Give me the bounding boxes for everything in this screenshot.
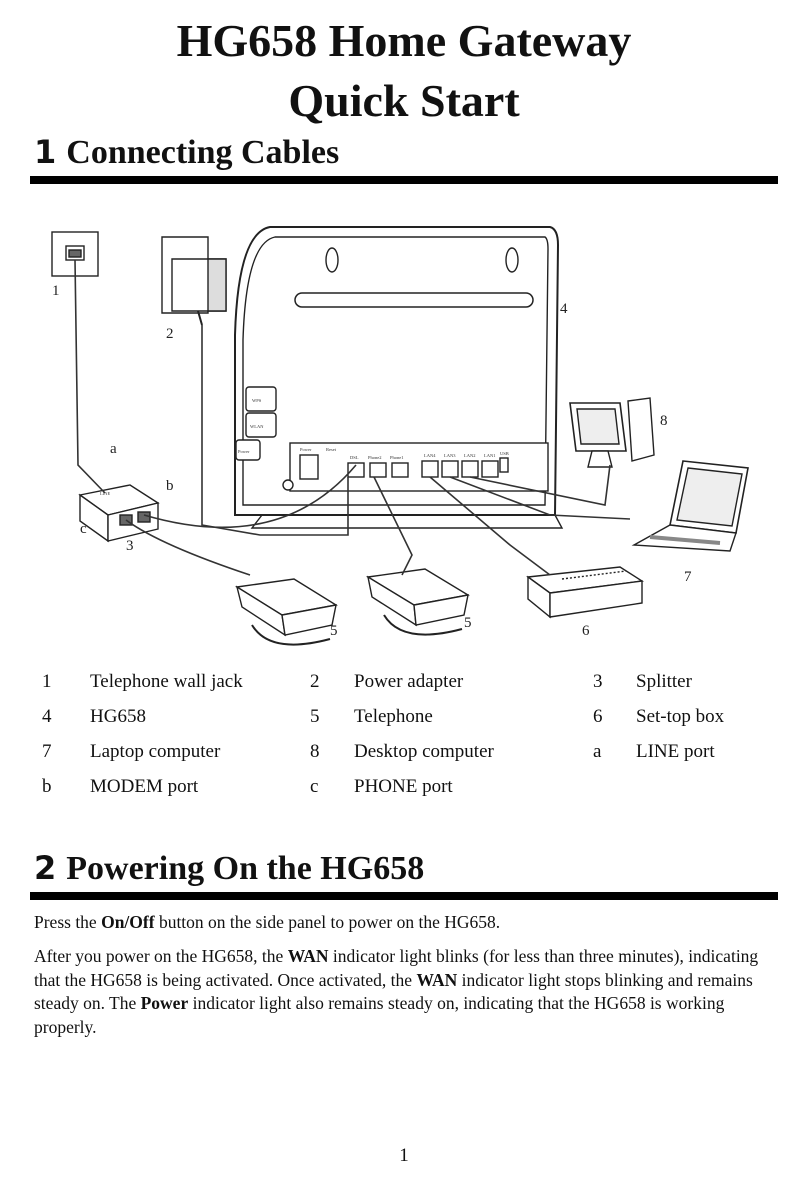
callout-7: 7 [684, 569, 692, 585]
page-number: 1 [399, 1145, 409, 1166]
button-label-wps: WPS [252, 398, 262, 403]
telephone-illustration-left [234, 578, 338, 646]
legend-number: b [42, 776, 52, 797]
port-label-reset: Reset [326, 447, 337, 452]
document-title-line-1: HG658 Home Gateway [176, 15, 632, 66]
callout-c: c [80, 521, 87, 537]
legend-label: Telephone wall jack [90, 671, 243, 692]
port-label-phone2: Phone2 [368, 455, 382, 460]
port-label-usb: USB [500, 451, 509, 456]
paragraph-text: indicator light stops blinking and remai… [34, 969, 753, 1014]
legend-number: 5 [310, 706, 320, 727]
port-label-lan2: LAN2 [464, 453, 476, 458]
wan-bold: WAN [287, 946, 329, 966]
legend-label: Power adapter [354, 671, 464, 692]
power-adapter-illustration [161, 236, 227, 326]
desktop-computer-illustration [569, 397, 655, 468]
port-label-lan1: LAN1 [484, 453, 496, 458]
callout-2: 2 [166, 326, 174, 342]
port-label-dsl: DSL [350, 455, 359, 460]
wan-bold: WAN [416, 969, 458, 990]
paragraph-press-button: Press the On/Off button on the side pane… [34, 911, 778, 935]
legend-number: 4 [42, 706, 52, 727]
section-2-title: Powering On the HG658 [66, 850, 425, 887]
port-label-lan3: LAN3 [444, 453, 456, 458]
on-off-bold: On/Off [101, 912, 155, 932]
legend-label: PHONE port [354, 776, 453, 797]
legend-label: Set-top box [636, 706, 725, 727]
legend-number: 1 [42, 671, 52, 692]
set-top-box-illustration [526, 566, 645, 619]
splitter-label-line: LINE [100, 491, 110, 496]
legend-label: MODEM port [90, 776, 199, 797]
paragraph-indicators: After you power on the HG658, the WAN in… [34, 945, 778, 1039]
callout-1: 1 [52, 283, 60, 299]
section-2-number: 2 [34, 849, 57, 887]
cables [74, 259, 631, 576]
legend-number: 6 [593, 706, 603, 727]
legend-label: Desktop computer [354, 741, 494, 762]
section-2-rule [30, 892, 778, 900]
legend-number: 2 [310, 671, 320, 692]
callout-6: 6 [582, 623, 590, 639]
paragraph-text: indicator light also remains steady on, … [34, 993, 725, 1037]
port-label-lan4: LAN4 [424, 453, 436, 458]
laptop-computer-illustration [631, 460, 749, 552]
hg658-gateway-illustration [234, 226, 564, 529]
paragraph-text: indicator light blinks (for less than th… [34, 946, 759, 990]
legend-number: a [593, 741, 602, 762]
callout-5b: 5 [464, 615, 472, 631]
callout-b: b [166, 478, 174, 494]
document-title-line-2: Quick Start [288, 75, 520, 126]
legend-label: Telephone [354, 706, 433, 727]
power-bold: Power [140, 993, 189, 1013]
legend-number: 8 [310, 741, 320, 762]
paragraph-text: After you power on the HG658, the [34, 946, 288, 966]
legend-label: LINE port [636, 741, 715, 762]
button-label-wlan: WLAN [250, 424, 264, 429]
legend-label: Laptop computer [90, 741, 221, 762]
section-1-rule [30, 176, 778, 184]
button-label-power: Power [238, 449, 250, 454]
section-1-title: Connecting Cables [66, 134, 340, 171]
callout-5a: 5 [330, 623, 338, 639]
callout-4: 4 [560, 301, 568, 317]
splitter-illustration [78, 484, 160, 543]
port-label-power: Power [300, 447, 312, 452]
section-1-number: 1 [34, 133, 57, 171]
callout-8: 8 [660, 413, 668, 429]
callout-a: a [110, 441, 117, 457]
legend-number: c [310, 776, 319, 797]
connection-diagram: 1 2 3 4 5 5 6 7 8 a b c Power Reset DSL … [51, 226, 749, 646]
legend-number: 7 [42, 741, 52, 762]
paragraph-text: Press the [34, 912, 102, 932]
telephone-illustration-right [365, 568, 470, 636]
port-label-phone1: Phone1 [390, 455, 404, 460]
legend-label: HG658 [90, 706, 146, 727]
paragraph-text: button on the side panel to power on the… [154, 912, 501, 932]
legend-label: Splitter [636, 671, 692, 692]
legend-number: 3 [593, 671, 603, 692]
callout-3: 3 [126, 538, 134, 554]
